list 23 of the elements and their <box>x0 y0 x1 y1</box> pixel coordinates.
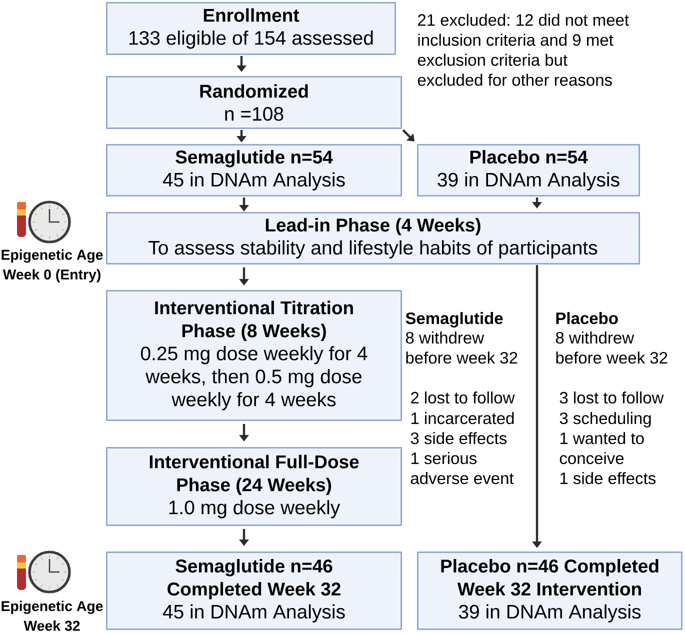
list-item: 1 incarcerated <box>411 412 514 424</box>
process-box: Placebo n=54 39 in DNAm Analysis <box>417 144 640 196</box>
column-heading: Placebo <box>556 312 618 324</box>
list-item: 3 scheduling <box>560 412 651 428</box>
list-item: 2 lost to follow <box>411 391 515 404</box>
note-text: 21 excluded: 12 did not meet inclusion criteria and 9 met exclusion criteria but excluded for other reasons <box>418 14 629 86</box>
process-box: Semaglutide n=54 45 in DNAm Analysis <box>106 144 402 196</box>
process-box: Randomized n =108 <box>106 76 402 129</box>
process-box: Lead-in Phase (4 Weeks) To assess stability and lifestyle habits of participants <box>106 212 640 264</box>
process-box: Interventional Full-Dose Phase (24 Weeks) 1.0 mg dose weekly <box>106 447 402 526</box>
list-item: 1 side effects <box>560 472 656 484</box>
note-text: 8 withdrew before week 32 <box>556 332 668 364</box>
process-box: Placebo n=46 Completed Week 32 Intervention 39 in DNAm Analysis <box>417 552 682 630</box>
list-item: 1 serious adverse event <box>410 452 514 484</box>
process-box: Semaglutide n=46 Completed Week 32 45 in DNAm Analysis <box>106 552 402 630</box>
caption: Epigenetic Age Week 0 (Entry) <box>2 249 103 282</box>
list-item: 1 wanted to conceive <box>560 432 644 464</box>
column-heading: Semaglutide <box>406 312 503 328</box>
process-box: Enrollment 133 eligible of 154 assessed <box>106 2 396 55</box>
list-item: 3 lost to follow <box>560 391 664 404</box>
process-box: Interventional Titration Phase (8 Weeks) 0.25 mg dose weekly for 4 weeks, then 0.5 mg dose weekly for 4 weeks <box>106 290 402 421</box>
list-item: 3 side effects <box>410 432 507 444</box>
arrow <box>402 129 414 142</box>
